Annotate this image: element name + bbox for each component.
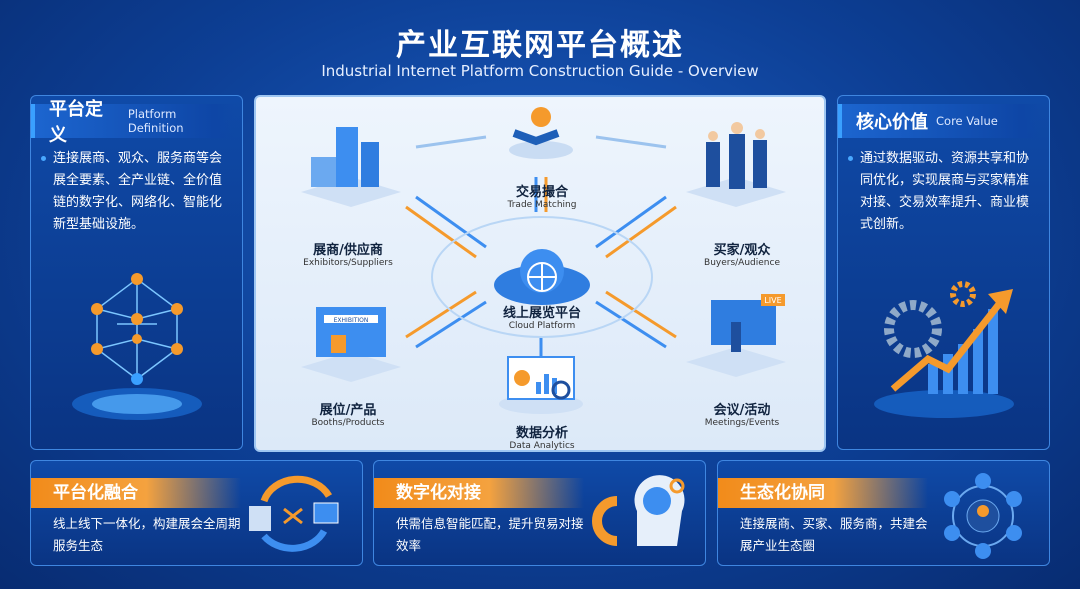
ecosystem-network-icon — [944, 473, 1022, 559]
network-graph-icon — [72, 273, 202, 420]
card-title: 平台化融合 — [31, 478, 241, 508]
card-text: 连接展商、买家、服务商，共建会展产业生态圈 — [740, 516, 928, 553]
node-label-en: Data Analytics — [509, 441, 575, 451]
node-label-en: Booths/Products — [311, 418, 385, 428]
panel-title: 核心价值 — [856, 112, 928, 133]
panel-title: 平台定义 — [49, 99, 103, 146]
panel-text: 连接展商、观众、服务商等会展全要素、全产业链、全价值链的数字化、网络化、智能化新… — [31, 138, 242, 236]
node-label: 交易撮合 — [515, 185, 569, 200]
node-label-en: Meetings/Events — [704, 418, 780, 428]
panel-title-en: Platform Definition — [127, 107, 184, 135]
card-digital-matching: 数字化对接 供需信息智能匹配，提升贸易对接效率 — [373, 460, 706, 566]
handshake-icon — [509, 107, 573, 159]
panel-text: 通过数据驱动、资源共享和协同优化，实现展商与买家精准对接、交易效率提升、商业模式… — [838, 138, 1049, 236]
card-title: 生态化协同 — [718, 478, 928, 508]
platform-definition-panel: 平台定义 Platform Definition 连接展商、观众、服务商等会展全要… — [30, 95, 243, 450]
factory-buildings-icon — [301, 127, 401, 207]
card-title: 数字化对接 — [374, 478, 584, 508]
node-label: 会议/活动 — [713, 403, 771, 418]
node-label-en: Trade Matching — [507, 200, 577, 210]
card-ecosystem-collaboration: 生态化协同 连接展商、买家、服务商，共建会展产业生态圈 — [717, 460, 1050, 566]
panel-title-en: Core Value — [936, 114, 998, 128]
node-label-en: Exhibitors/Suppliers — [303, 258, 393, 268]
card-platform-integration: 平台化融合 线上线下一体化，构建展会全周期服务生态 — [30, 460, 363, 566]
booth-sign: EXHIBITION — [334, 317, 369, 324]
live-badge: LIVE — [764, 296, 781, 305]
node-label-en: Buyers/Audience — [704, 258, 780, 268]
card-text: 线上线下一体化，构建展会全周期服务生态 — [53, 516, 241, 553]
card-text: 供需信息智能匹配，提升贸易对接效率 — [396, 516, 584, 553]
node-label: 展位/产品 — [319, 403, 377, 418]
connection-arrows — [405, 135, 677, 367]
sync-cycle-icon — [249, 475, 339, 552]
magnet-brain-icon — [592, 475, 685, 546]
live-event-icon: LIVE — [686, 294, 786, 377]
page-subtitle: Industrial Internet Platform Constructio… — [321, 62, 759, 80]
node-label: 数据分析 — [515, 426, 569, 441]
growth-chart-icon — [874, 281, 1014, 418]
data-analytics-icon — [499, 356, 583, 414]
node-label-en: Cloud Platform — [508, 321, 576, 331]
booth-icon: EXHIBITION — [301, 307, 401, 382]
page-title: 产业互联网平台概述 — [396, 28, 684, 63]
node-label: 展商/供应商 — [313, 243, 383, 258]
core-value-panel: 核心价值 Core Value 通过数据驱动、资源共享和协同优化，实现展商与买家精… — [837, 95, 1050, 450]
node-label: 线上展览平台 — [502, 306, 582, 321]
buyers-people-icon — [686, 122, 786, 207]
cloud-icon — [494, 249, 590, 305]
node-label: 买家/观众 — [713, 243, 771, 258]
